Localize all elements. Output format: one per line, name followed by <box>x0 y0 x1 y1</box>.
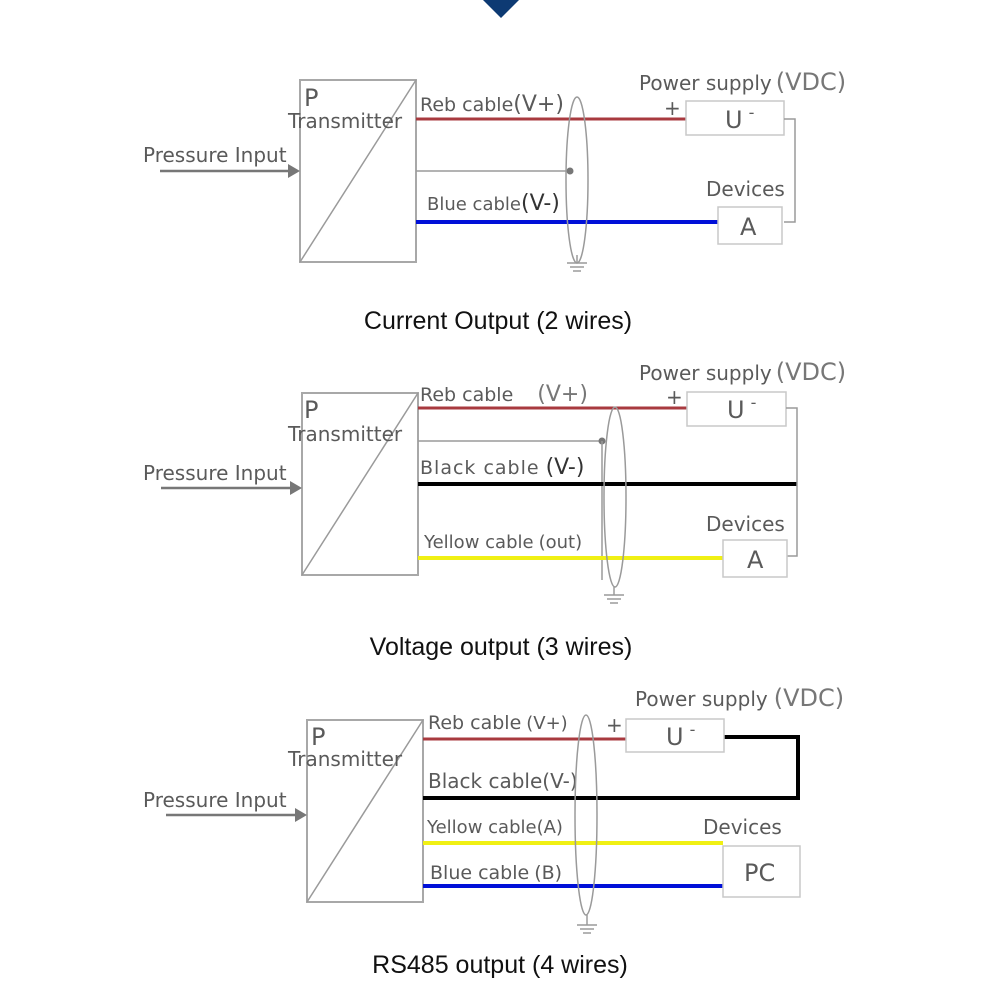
power-supply-box-text: U- <box>725 103 754 134</box>
diagram-title: RS485 output (4 wires) <box>372 951 628 979</box>
cable-label-yellow: Yellow cable(A) <box>426 817 563 838</box>
diagram-title: Current Output (2 wires) <box>364 307 632 335</box>
diagram-voltage-output: P Transmitter Pressure Input Reb cable(V… <box>143 358 846 661</box>
transmitter-diagonal <box>301 392 419 576</box>
devices-box-text: A <box>747 546 764 574</box>
junction-dot <box>566 167 574 175</box>
pressure-input-label: Pressure Input <box>143 461 287 485</box>
return-wire <box>786 407 798 557</box>
power-supply-box <box>685 100 785 136</box>
ground-icon <box>577 915 597 934</box>
transmitter-diagonal <box>299 79 417 263</box>
devices-label: Devices <box>706 512 785 536</box>
power-supply-label: Power supply(VDC) <box>635 684 844 712</box>
cable-shield-ellipse <box>565 96 589 264</box>
transmitter-symbol: P <box>311 723 325 751</box>
diagram-current-output: P Transmitter Pressure Input Reb cable(V… <box>143 68 846 335</box>
power-supply-box <box>686 391 787 427</box>
devices-box <box>722 845 801 898</box>
devices-box-text: PC <box>744 859 775 887</box>
transmitter-label: Transmitter <box>287 422 403 446</box>
transmitter-symbol: P <box>304 396 318 424</box>
cable-label-yellow: Yellow cable(out) <box>423 532 582 553</box>
diagram-title: Voltage output (3 wires) <box>370 633 633 661</box>
cable-label-black: Black cable(V-) <box>428 769 578 793</box>
return-wire <box>784 118 796 223</box>
wire-black <box>423 735 800 800</box>
transmitter-diagonal <box>306 719 424 903</box>
input-arrow-icon <box>295 808 307 822</box>
plus-sign: + <box>664 96 681 120</box>
transmitter-label: Transmitter <box>287 109 403 133</box>
power-supply-label: Power supply(VDC) <box>639 68 846 96</box>
devices-box-text: A <box>740 213 757 241</box>
devices-box <box>717 206 783 245</box>
cable-label-red: Reb cable(V+) <box>420 382 588 407</box>
cable-label-blue: Blue cable(B) <box>430 862 562 884</box>
ground-icon <box>604 587 624 604</box>
pressure-input-label: Pressure Input <box>143 143 287 167</box>
down-triangle-icon <box>483 0 519 18</box>
devices-label: Devices <box>706 177 785 201</box>
transmitter-box <box>306 719 424 903</box>
transmitter-symbol: P <box>304 84 318 112</box>
plus-sign: + <box>666 385 683 409</box>
pressure-input-label: Pressure Input <box>143 788 287 812</box>
power-supply-box-text: U- <box>666 720 695 751</box>
transmitter-label: Transmitter <box>287 747 403 771</box>
diagram-rs485-output: P Transmitter Pressure Input Reb cable(V… <box>143 684 844 979</box>
devices-box <box>722 539 788 578</box>
plus-sign: + <box>606 713 623 737</box>
cable-label-red: Reb cable(V+) <box>428 712 568 734</box>
input-arrow-icon <box>288 164 300 178</box>
cable-shield-ellipse <box>574 714 598 916</box>
ground-icon <box>567 255 587 272</box>
cable-label-black: Black cable(V-) <box>420 455 584 480</box>
power-supply-box-text: U- <box>727 393 756 424</box>
cable-label-red: Reb cable(V+) <box>420 92 564 117</box>
power-supply-label: Power supply(VDC) <box>639 358 846 386</box>
devices-label: Devices <box>703 815 782 839</box>
power-supply-box <box>625 718 725 753</box>
cable-shield-ellipse <box>603 406 627 588</box>
input-arrow-icon <box>290 481 302 495</box>
cable-label-blue: Blue cable(V-) <box>427 191 560 216</box>
